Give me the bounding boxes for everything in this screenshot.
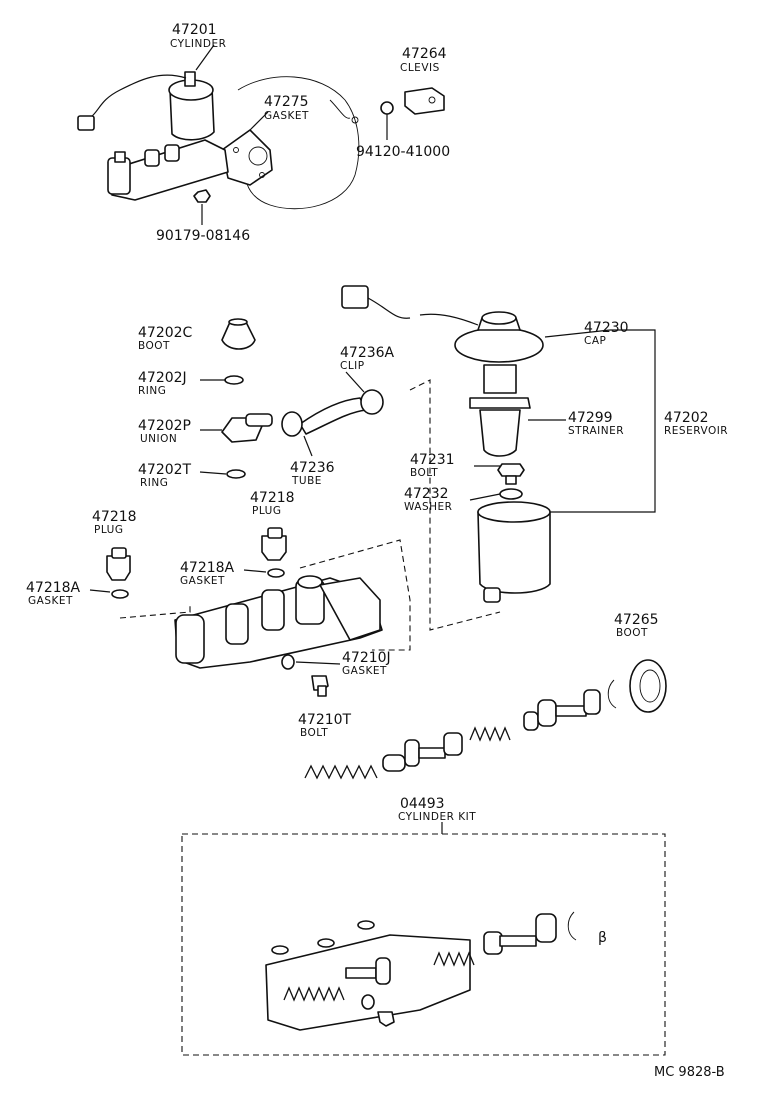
- label-47218-mid-number: 47218: [250, 490, 295, 506]
- label-47210J-number: 47210J: [342, 650, 391, 666]
- label-90179-number: 90179-08146: [156, 228, 250, 244]
- label-47275-number: 47275: [264, 94, 309, 110]
- label-47201-name: CYLINDER: [170, 38, 226, 50]
- label-47202P-number: 47202P: [138, 418, 191, 434]
- label-47202C-number: 47202C: [138, 325, 193, 341]
- label-47299-name: STRAINER: [568, 425, 624, 437]
- label-47236A-name: CLIP: [340, 360, 365, 372]
- label-47299-number: 47299: [568, 410, 613, 426]
- label-47236-name: TUBE: [291, 475, 322, 487]
- label-47218-left-number: 47218: [92, 509, 137, 525]
- master-cylinder-assembly-illustration: [77, 44, 445, 225]
- label-47202P-name: UNION: [140, 433, 177, 445]
- label-47210T-number: 47210T: [298, 712, 352, 728]
- label-47265-name: BOOT: [616, 627, 648, 639]
- label-47218-left-name: PLUG: [94, 524, 123, 536]
- small-parts-illustration: [89, 318, 384, 599]
- label-47265-number: 47265: [614, 612, 659, 628]
- label-47202T-number: 47202T: [138, 462, 192, 478]
- label-47201-number: 47201: [172, 22, 217, 38]
- kit-mark-text: β: [598, 930, 607, 946]
- label-47232-name: WASHER: [404, 501, 452, 513]
- label-47218A-left-number: 47218A: [26, 580, 81, 596]
- label-47210T-name: BOLT: [300, 727, 328, 739]
- label-47230-name: CAP: [584, 335, 606, 347]
- label-47264-name: CLEVIS: [400, 62, 440, 74]
- label-04493-number: 04493: [400, 796, 445, 812]
- label-47210J-name: GASKET: [342, 665, 387, 677]
- label-47218A-left-name: GASKET: [28, 595, 73, 607]
- label-47202-name: RESERVOIR: [664, 425, 728, 437]
- label-47236A-number: 47236A: [340, 345, 395, 361]
- label-47202J-name: RING: [138, 385, 166, 397]
- label-47236-number: 47236: [290, 460, 335, 476]
- label-47218A-mid-name: GASKET: [180, 575, 225, 587]
- label-04493-name: CYLINDER KIT: [398, 811, 476, 823]
- label-47202J-number: 47202J: [138, 370, 187, 386]
- label-47231-number: 47231: [410, 452, 455, 468]
- part-labels: 47201 CYLINDER 47264 CLEVIS 47275 GASKET…: [26, 22, 728, 1080]
- label-94120-number: 94120-41000: [356, 144, 450, 160]
- label-47218A-mid-number: 47218A: [180, 560, 235, 576]
- label-47264-number: 47264: [402, 46, 447, 62]
- label-47275-name: GASKET: [264, 110, 309, 122]
- label-47218-mid-name: PLUG: [252, 505, 281, 517]
- figure-code: MC 9828-B: [654, 1065, 725, 1080]
- label-47202-number: 47202: [664, 410, 709, 426]
- cylinder-kit-illustration: β: [181, 822, 666, 1056]
- label-47202C-name: BOOT: [138, 340, 170, 352]
- reservoir-assembly-illustration: [341, 285, 656, 631]
- label-47232-number: 47232: [404, 486, 449, 502]
- piston-spring-row-illustration: [304, 659, 667, 780]
- label-47231-name: BOLT: [410, 467, 438, 479]
- cylinder-body-illustration: [119, 539, 411, 697]
- label-47202T-name: RING: [140, 477, 168, 489]
- label-47230-number: 47230: [584, 320, 629, 336]
